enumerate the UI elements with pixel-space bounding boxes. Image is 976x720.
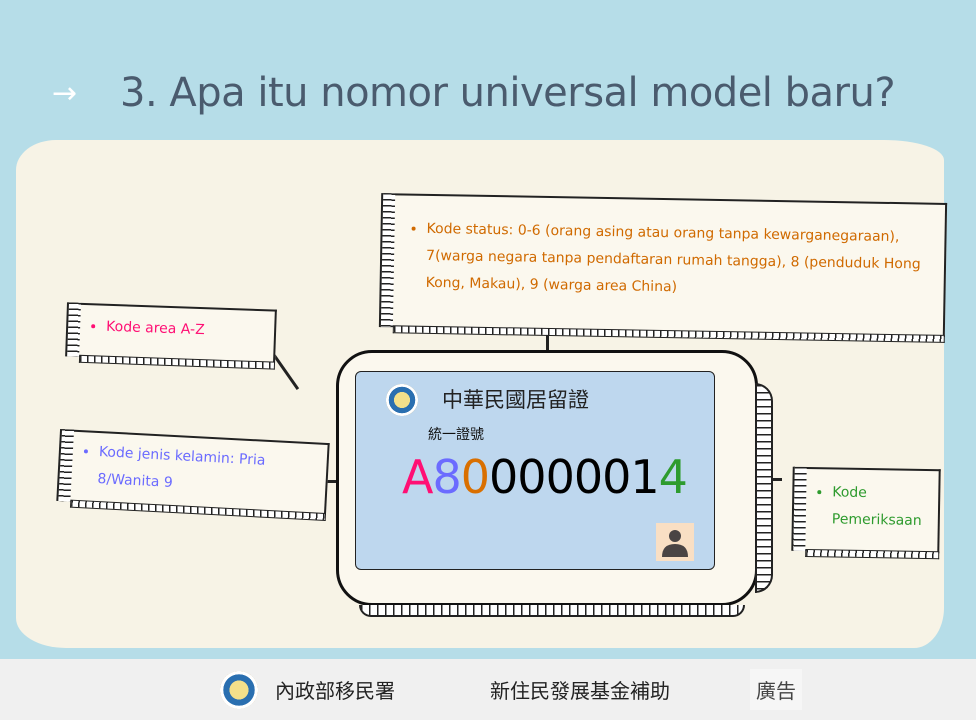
- num-check: 4: [658, 450, 688, 504]
- uniform-id-number: A800000014: [402, 450, 688, 504]
- num-status: 0: [460, 450, 490, 504]
- footer-ad-label: 廣告: [750, 669, 802, 710]
- agency-seal-icon: [386, 384, 418, 416]
- status-text: Kode status: 0-6 (orang asing atau orang…: [425, 216, 944, 306]
- agency-logo-icon: [220, 671, 258, 709]
- num-area: A: [402, 450, 433, 504]
- callout-check: Kode Pemeriksaan: [791, 466, 941, 554]
- callout-status: Kode status: 0-6 (orang asing atau orang…: [378, 193, 948, 337]
- num-serial: 000001: [489, 450, 660, 504]
- callout-gender: Kode jenis kelamin: Pria 8/Wanita 9: [56, 428, 330, 516]
- footer-fund: 新住民發展基金補助: [490, 679, 670, 703]
- area-text: Kode area A-Z: [106, 314, 275, 347]
- person-avatar-icon: [656, 523, 694, 561]
- gender-text: Kode jenis kelamin: Pria 8/Wanita 9: [97, 439, 328, 505]
- callout-area: Kode area A-Z: [65, 302, 277, 364]
- card-subtitle: 統一證號: [428, 427, 484, 443]
- num-gender: 8: [432, 450, 461, 504]
- slide-title: 3. Apa itu nomor universal model baru?: [120, 70, 896, 116]
- card-title: 中華民國居留證: [442, 388, 589, 412]
- arrow-icon: →: [52, 76, 78, 111]
- footer-bar: 內政部移民署 新住民發展基金補助 廣告: [0, 659, 976, 720]
- check-text: Kode Pemeriksaan: [832, 479, 939, 535]
- footer-agency: 內政部移民署: [275, 679, 395, 703]
- residence-card: 中華民國居留證 統一證號 A800000014: [355, 371, 715, 570]
